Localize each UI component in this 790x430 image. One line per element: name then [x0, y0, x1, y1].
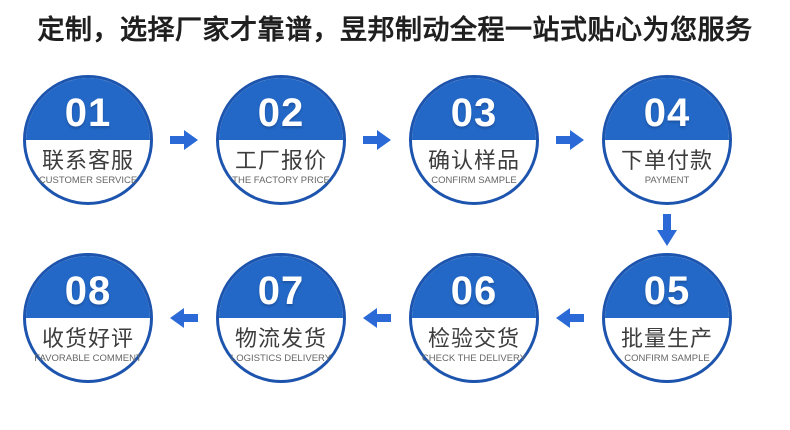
right-arrow-icon: [556, 130, 584, 150]
step-circle-02: 02 工厂报价 THE FACTORY PRICE: [216, 75, 346, 205]
step-sublabel: FAVORABLE COMMENT: [34, 353, 142, 364]
step-number: 05: [643, 269, 691, 313]
step-sublabel: PAYMENT: [644, 175, 690, 186]
step-number: 01: [64, 91, 112, 135]
step-sublabel: LOGISTICS DELIVERY: [230, 353, 332, 364]
step-sublabel: CHECK THE DELIVERY: [421, 353, 527, 364]
step-label: 联系客服: [41, 148, 134, 173]
down-arrow-icon: [657, 214, 677, 246]
step-label: 确认样品: [427, 148, 520, 173]
left-arrow-icon: [363, 308, 391, 328]
step-sublabel: CONFIRM SAMPLE: [431, 175, 517, 186]
step-circle-08: 08 收货好评 FAVORABLE COMMENT: [23, 253, 153, 383]
step-sublabel: CONFIRM SAMPLE: [624, 353, 710, 364]
left-arrow-icon: [556, 308, 584, 328]
step-sublabel: THE FACTORY PRICE: [232, 175, 330, 186]
step-number: 03: [450, 91, 498, 135]
step-number: 07: [257, 269, 305, 313]
step-sublabel: CUSTOMER SERVICE: [38, 175, 138, 186]
step-circle-01: 01 联系客服 CUSTOMER SERVICE: [23, 75, 153, 205]
step-number: 06: [450, 269, 498, 313]
left-arrow-icon: [170, 308, 198, 328]
step-label: 物流发货: [234, 326, 327, 351]
step-number: 04: [643, 91, 691, 135]
step-label: 工厂报价: [234, 148, 327, 173]
step-circle-05: 05 批量生产 CONFIRM SAMPLE: [602, 253, 732, 383]
step-circle-06: 06 检验交货 CHECK THE DELIVERY: [409, 253, 539, 383]
step-number: 02: [257, 91, 305, 135]
step-label: 下单付款: [620, 148, 713, 173]
step-circle-07: 07 物流发货 LOGISTICS DELIVERY: [216, 253, 346, 383]
step-number: 08: [64, 269, 112, 313]
step-label: 检验交货: [427, 326, 520, 351]
banner-title: 定制，选择厂家才靠谱，昱邦制动全程一站式贴心为您服务: [37, 15, 753, 45]
step-circle-04: 04 下单付款 PAYMENT: [602, 75, 732, 205]
right-arrow-icon: [170, 130, 198, 150]
right-arrow-icon: [363, 130, 391, 150]
step-circle-03: 03 确认样品 CONFIRM SAMPLE: [409, 75, 539, 205]
step-label: 批量生产: [620, 326, 713, 351]
step-label: 收货好评: [41, 326, 134, 351]
